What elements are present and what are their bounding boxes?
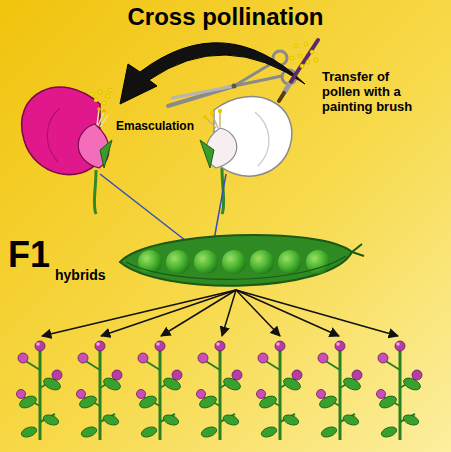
generation-label: F1 <box>8 234 50 275</box>
diagram-title: Cross pollination <box>0 3 451 31</box>
f1-plants <box>17 341 423 440</box>
pea-pod <box>120 235 364 286</box>
cross-arrow <box>120 43 305 104</box>
painting-brush <box>279 40 318 101</box>
generation-label: hybrids <box>55 267 106 283</box>
parent-lines <box>100 174 226 244</box>
pollen <box>90 42 318 105</box>
white-flower <box>200 97 292 214</box>
offspring-arrows <box>42 290 398 336</box>
step-label: Transfer of pollen with a painting brush <box>322 70 426 115</box>
pink-flower <box>22 87 112 214</box>
step-label: Emasculation <box>116 120 194 134</box>
